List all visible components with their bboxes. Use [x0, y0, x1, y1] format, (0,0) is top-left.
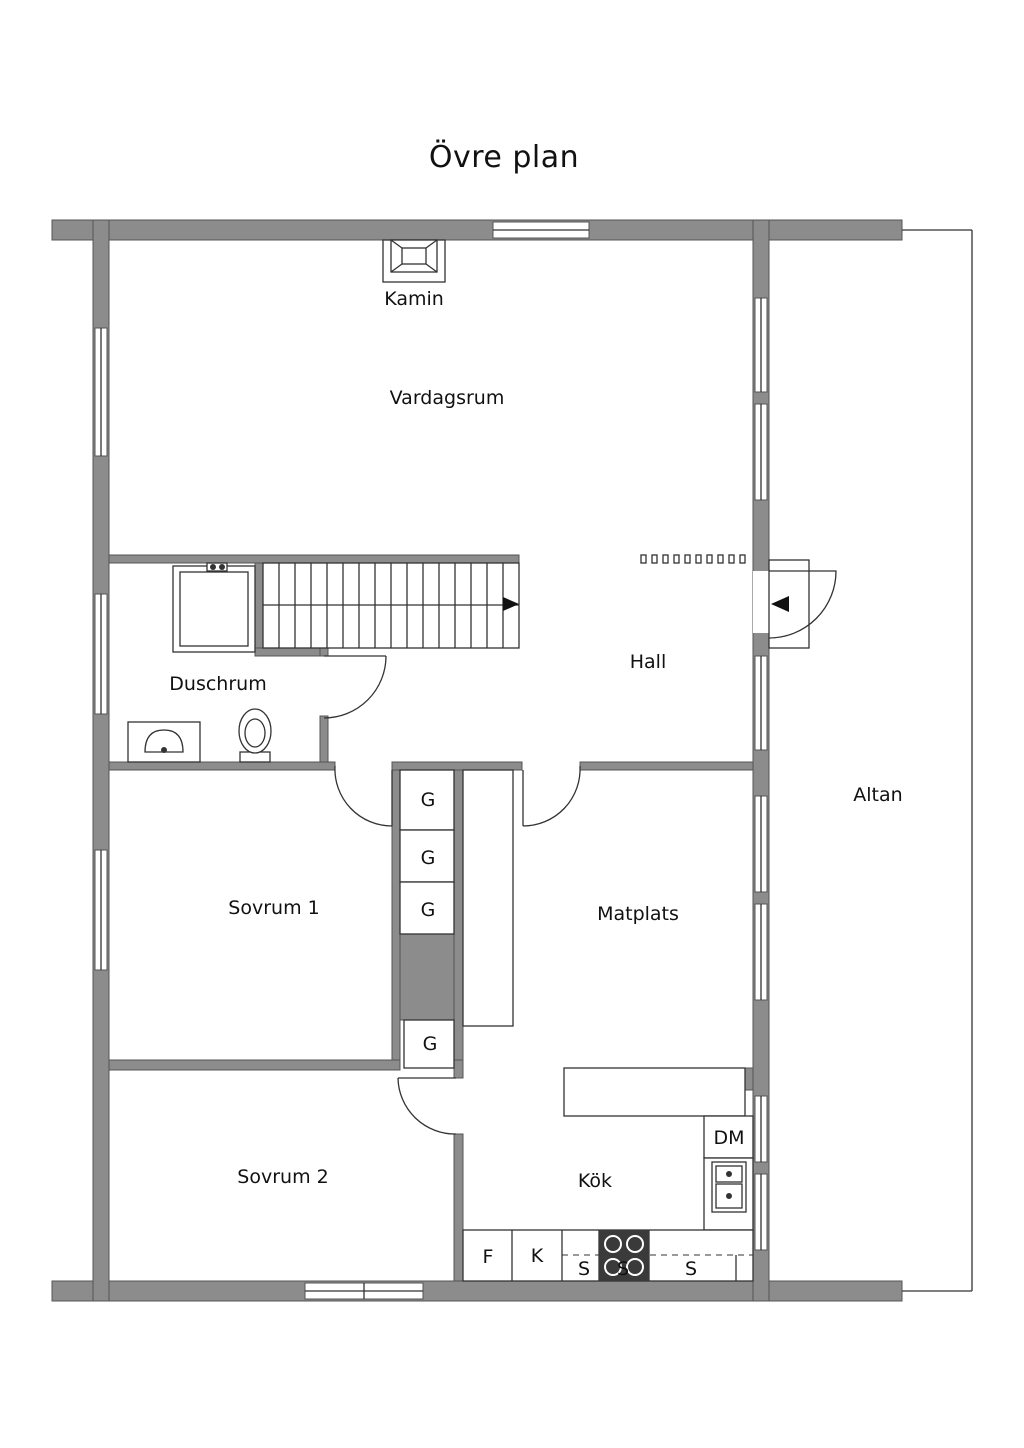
label-cabinet: S [685, 1258, 697, 1280]
label-sovrum-1: Sovrum 1 [228, 897, 319, 919]
label-cabinet: S [617, 1258, 629, 1280]
label-kok: Kök [578, 1170, 612, 1192]
label-wardrobe: G [423, 1033, 438, 1055]
label-sovrum-2: Sovrum 2 [237, 1166, 328, 1188]
sink-icon [127, 721, 201, 763]
label-kamin: Kamin [384, 288, 444, 310]
staircase [262, 562, 520, 649]
label-fridge: F [483, 1246, 494, 1268]
kitchen [462, 1067, 754, 1282]
fireplace-icon [382, 239, 446, 283]
label-dishwasher: DM [713, 1127, 744, 1149]
label-wardrobe: G [421, 899, 436, 921]
railing [640, 554, 746, 564]
label-duschrum: Duschrum [169, 673, 266, 695]
room-labels: Kamin Vardagsrum Duschrum Hall Altan Sov… [169, 288, 902, 1192]
kitchen-sink-icon [711, 1161, 747, 1213]
label-matplats: Matplats [597, 903, 679, 925]
plan-title: Övre plan [428, 140, 580, 175]
stove-icon [599, 1230, 649, 1281]
label-wardrobe: G [421, 789, 436, 811]
label-hall: Hall [630, 651, 667, 673]
altan-outline [902, 229, 973, 1292]
fixture-labels: G G G G DM F K S S S [421, 789, 745, 1280]
label-freezer: K [531, 1245, 544, 1267]
toilet-icon [238, 708, 272, 763]
closets [399, 769, 514, 1069]
label-altan: Altan [853, 784, 902, 806]
label-vardagsrum: Vardagsrum [390, 387, 505, 409]
label-cabinet: S [578, 1258, 590, 1280]
interior-doors [323, 655, 581, 1135]
windows [94, 221, 768, 1300]
entrance-door [753, 559, 837, 649]
label-wardrobe: G [421, 847, 436, 869]
shower-icon [172, 562, 256, 653]
